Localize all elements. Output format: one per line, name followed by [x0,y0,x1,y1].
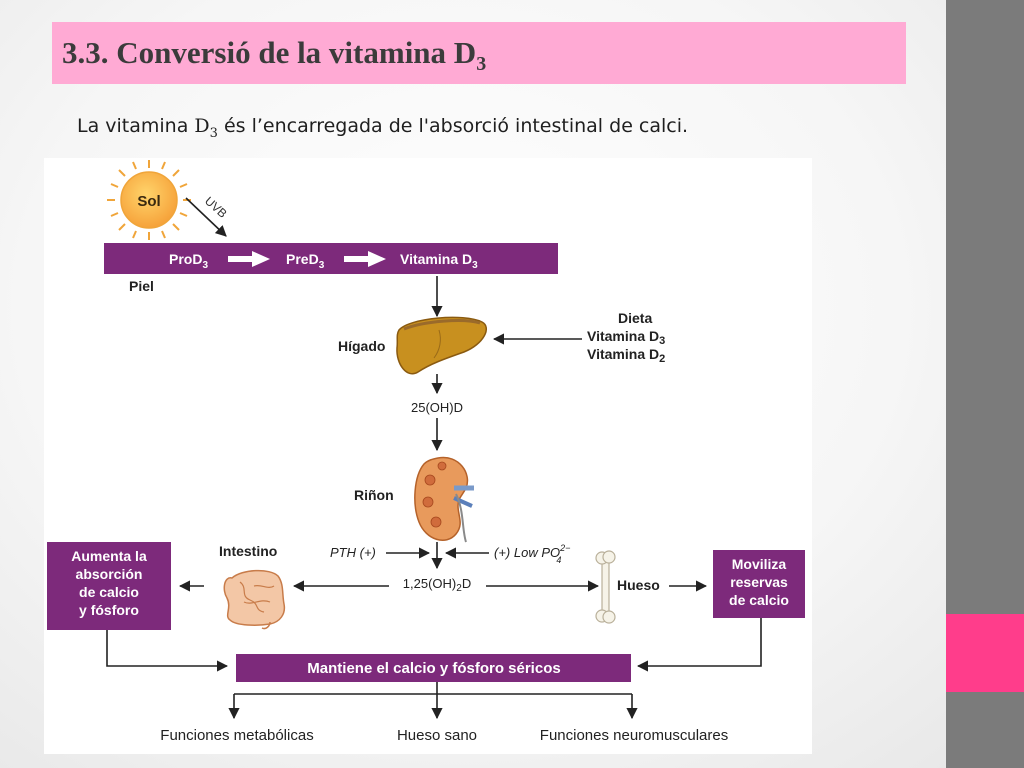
diagram-svg: Sol UVB ProD3 PreD3 Vitamina D3 Piel Híg… [47,160,805,744]
diet-d2: Vitamina D2 [587,346,665,365]
outcome-neuromuscular: Funciones neuromusculares [540,727,728,744]
outcome-metabolic: Funciones metabólicas [160,727,313,744]
pred-label: PreD3 [286,251,325,271]
vitd-sub: 3 [472,260,478,271]
diet-d2-sub: 2 [659,353,665,365]
bone-label: Hueso [617,577,660,593]
left-box-line-3: de calcio [79,584,139,600]
band-arrow-1 [228,251,270,267]
right-box-line-2: reservas [730,574,788,590]
band-arrow-2 [344,251,386,267]
slide-title: 3.3. Conversió de la vitamina D3 [52,22,906,84]
pth-label: PTH (+) [330,545,376,560]
diet-d3-text: Vitamina D [587,328,659,344]
serum-band [236,654,631,682]
side-accent-block [946,614,1024,692]
low-po4-label: (+) Low PO2− 4 [494,543,570,565]
intestine-label: Intestino [219,543,277,559]
slide-title-subscript: 3 [476,53,487,76]
subtitle-vitamin: D [194,115,210,137]
liver-label: Hígado [338,338,385,354]
serum-band-label: Mantiene el calcio y fósforo séricos [307,660,560,677]
arrow-left-box-to-band [106,630,229,672]
slide-title-text: 3.3. Conversió de la vitamina D [62,35,477,70]
subtitle-vitamin-sub: 3 [209,125,218,141]
prod-text: ProD [169,251,202,267]
diet-d3-sub: 3 [659,335,665,347]
diet-title: Dieta [618,310,652,326]
subtitle-pre: La vitamina [77,115,195,137]
low-po4-sup: 2− [559,543,570,553]
liver-icon [396,316,487,375]
slide-subtitle: La vitamina D3 és l’encarregada de l'abs… [77,115,688,141]
left-box-line-1: Aumenta la [71,548,147,564]
left-box-line-2: absorción [76,566,143,582]
vitd-label: Vitamina D3 [400,251,478,271]
calcitriol-sub: 2 [456,583,462,594]
outcome-bone: Hueso sano [397,727,477,744]
right-box-line-3: de calcio [729,592,789,608]
kidney-label: Riñon [354,487,394,503]
sun-icon [107,160,191,240]
low-po4-sub: 4 [556,555,561,565]
vitd-text: Vitamina D [400,251,472,267]
prod-sub: 3 [202,260,208,271]
skin-band [104,243,558,274]
calcitriol-post: D [462,576,471,591]
intestine-icon [223,569,286,630]
diet-d2-text: Vitamina D [587,346,659,362]
subtitle-post: és l’encarregada de l'absorció intestina… [217,115,689,137]
left-box-line-4: y fósforo [79,602,139,618]
right-effect-box [713,550,805,618]
skin-label: Piel [129,278,154,294]
arrow-right-box-to-band [636,618,762,672]
pred-text: PreD [286,251,319,267]
vitamin-d-diagram: Sol UVB ProD3 PreD3 Vitamina D3 Piel Híg… [44,158,812,754]
low-po4-text: (+) Low PO [494,545,560,560]
calcitriol-pre: 1,25(OH) [403,576,456,591]
uvb-arrow [185,197,227,237]
metabolite-25ohd: 25(OH)D [411,400,463,415]
right-box-line-1: Moviliza [732,556,787,572]
left-effect-box [47,542,171,630]
bone-icon [595,550,616,624]
calcitriol-label: 1,25(OH)2D [403,576,471,594]
pred-sub: 3 [319,260,325,271]
sun-label: Sol [137,193,160,210]
kidney-icon [414,456,474,543]
prod-label: ProD3 [169,251,208,271]
diet-d3: Vitamina D3 [587,328,665,347]
